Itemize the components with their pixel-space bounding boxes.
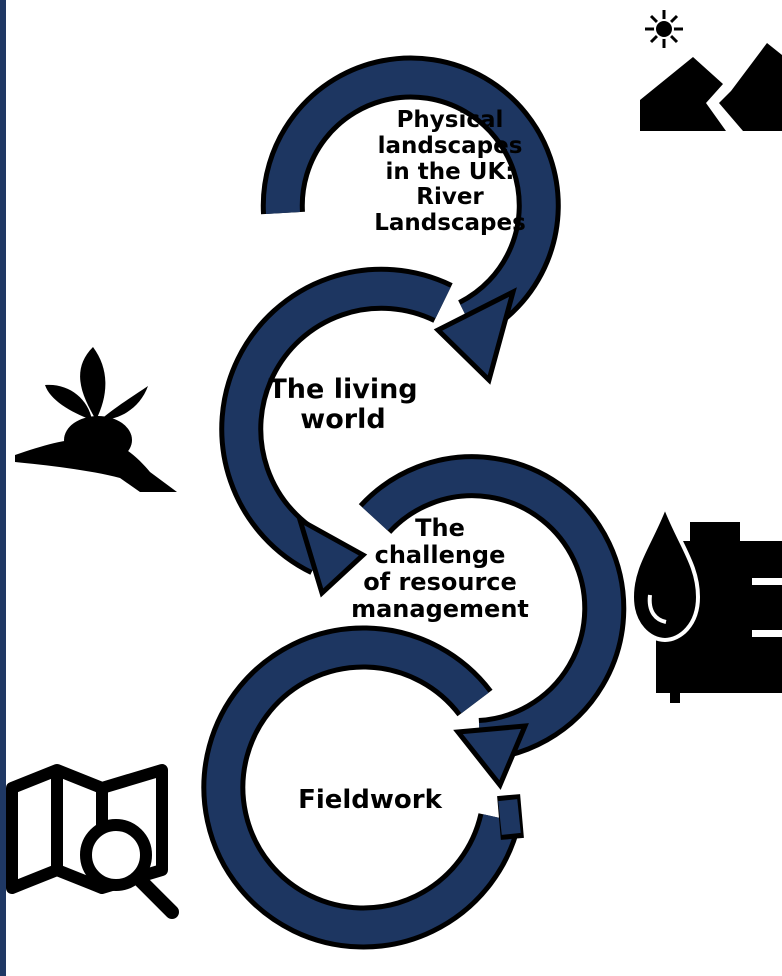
step-label-fieldwork: Fieldwork <box>298 785 442 815</box>
oil-drop-barrel-icon <box>629 500 782 703</box>
cycle-arrow-2 <box>219 266 453 598</box>
edge-bar <box>0 0 6 976</box>
cycle-arrow-4 <box>201 625 524 950</box>
mountain-sun-icon <box>640 10 782 131</box>
map-magnifier-icon <box>6 764 179 919</box>
plant-in-hand-icon <box>15 347 177 492</box>
cycle-arrow-3 <box>358 454 627 790</box>
step-label-resource-management: The challenge of resource management <box>351 514 529 623</box>
step-label-living-world: The living world <box>268 374 418 436</box>
cycle-arrow-1 <box>260 55 561 385</box>
step-label-physical-landscapes: Physical landscapes in the UK: River Lan… <box>374 107 526 236</box>
